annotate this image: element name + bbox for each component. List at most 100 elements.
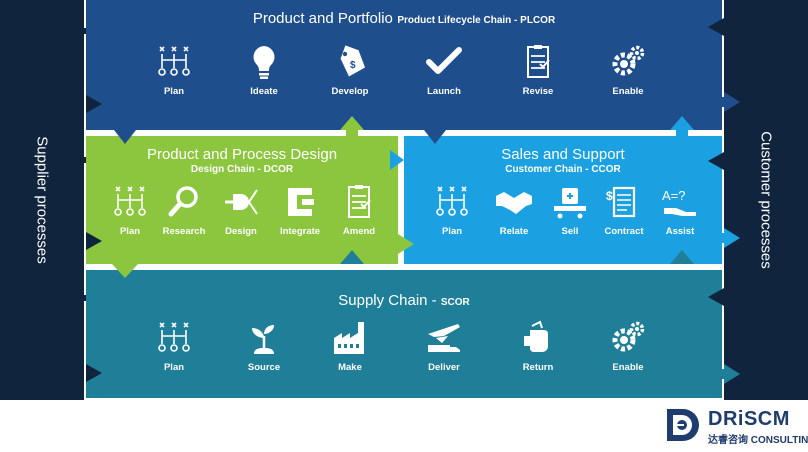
left-arrow-ccor-dcor bbox=[390, 150, 404, 170]
left-arrow-plcor bbox=[62, 22, 86, 40]
plcor-title-sub: Product Lifecycle Chain - PLCOR bbox=[397, 15, 556, 26]
left-arrow-scor bbox=[62, 289, 86, 307]
svg-text:$: $ bbox=[606, 189, 613, 203]
diagram-canvas: Supplier processes Customer processes Pr… bbox=[0, 0, 808, 400]
clamp-icon bbox=[288, 188, 314, 216]
right-arrow-scor-in bbox=[86, 364, 102, 382]
dcor-item-research: Research bbox=[149, 184, 219, 237]
dcor-item-amend-label: Amend bbox=[342, 226, 376, 237]
down-arrow-plcor-dcor bbox=[114, 130, 136, 144]
driscm-logo: DRiSCM 达睿咨询 CONSULTING bbox=[664, 406, 808, 446]
scor-item-source: Source bbox=[229, 320, 299, 373]
dcor-item-plan: Plan bbox=[95, 184, 165, 237]
price-tag-icon: $ bbox=[340, 45, 366, 77]
customer-processes-column: Customer processes bbox=[724, 0, 808, 400]
plan-network-icon bbox=[436, 186, 468, 216]
plan-network-icon bbox=[114, 186, 146, 216]
up-arrow-scor-ccor bbox=[670, 250, 694, 264]
logo-tagline: 达睿咨询 CONSULTING bbox=[708, 435, 808, 446]
ccor-title-sub: Customer Chain - CCOR bbox=[505, 164, 621, 175]
down-arrow-plcor-ccor bbox=[424, 130, 446, 144]
right-arrow-dcor-in bbox=[86, 232, 102, 250]
assist-icon-text: A=? bbox=[662, 188, 686, 203]
connector-arrows bbox=[62, 18, 740, 384]
ccor-item-sell: Sell bbox=[535, 184, 605, 237]
plcor-item-ideate: Ideate bbox=[229, 44, 299, 97]
shopping-cart-icon bbox=[554, 188, 586, 219]
scor-title: Supply Chain - SCOR bbox=[86, 292, 722, 310]
plcor-item-enable-label: Enable bbox=[612, 86, 644, 97]
plcor-item-develop: $ Develop bbox=[315, 44, 385, 97]
ccor-item-plan-label: Plan bbox=[441, 226, 463, 237]
dcor-item-design: Design bbox=[206, 184, 276, 237]
dcor-panel: Product and Process Design Design Chain … bbox=[86, 136, 398, 264]
checklist-icon bbox=[527, 45, 550, 78]
scor-item-deliver-label: Deliver bbox=[428, 362, 460, 373]
logo-brand: DRiSCM bbox=[708, 408, 790, 430]
return-hand-icon bbox=[524, 320, 548, 352]
ccor-item-assist-label: Assist bbox=[665, 226, 695, 237]
lightbulb-icon bbox=[253, 46, 275, 79]
dcor-title-sub: Design Chain - DCOR bbox=[190, 164, 294, 175]
scor-item-return-label: Return bbox=[522, 362, 554, 373]
scor-item-return: Return bbox=[503, 320, 573, 373]
dcor-item-design-label: Design bbox=[225, 226, 257, 237]
scor-item-deliver: Deliver bbox=[409, 320, 479, 373]
dcor-item-integrate: Integrate bbox=[265, 184, 335, 237]
scor-item-source-label: Source bbox=[247, 362, 281, 373]
checklist-icon bbox=[348, 185, 371, 218]
right-arrow-scor-out bbox=[720, 364, 740, 384]
dcor-title: Product and Process Design Design Chain … bbox=[86, 146, 398, 175]
right-arrow-plcor-out bbox=[720, 92, 740, 112]
scor-item-plan-label: Plan bbox=[163, 362, 185, 373]
ccor-title: Sales and Support Customer Chain - CCOR bbox=[404, 146, 722, 175]
scor-item-make-label: Make bbox=[338, 362, 362, 373]
ccor-item-relate: Relate bbox=[479, 184, 549, 237]
right-arrow-plcor-in bbox=[86, 95, 102, 113]
plcor-item-develop-label: Develop bbox=[331, 86, 369, 97]
plcor-title-main: Product and Portfolio bbox=[252, 10, 393, 27]
scor-item-enable-label: Enable bbox=[612, 362, 644, 373]
supplier-processes-column: Supplier processes bbox=[0, 0, 84, 400]
plan-network-icon bbox=[158, 46, 190, 76]
plcor-item-plan: Plan bbox=[139, 44, 209, 97]
ccor-title-main: Sales and Support bbox=[501, 146, 625, 163]
left-arrow-plcor-out bbox=[708, 18, 724, 36]
dcor-item-integrate-label: Integrate bbox=[279, 226, 321, 237]
left-arrow-scor-out bbox=[708, 288, 724, 306]
ccor-item-assist: A=? Assist bbox=[645, 184, 715, 237]
right-arrow-ccor-out bbox=[720, 228, 740, 248]
dcor-item-research-label: Research bbox=[162, 226, 206, 237]
up-arrow-ccor-plcor bbox=[670, 116, 694, 136]
left-arrow-dcor bbox=[62, 151, 86, 169]
right-arrow-dcor-ccor bbox=[398, 234, 414, 254]
handshake-icon bbox=[496, 192, 532, 214]
design-connector-icon bbox=[225, 189, 258, 215]
assist-icon: A=? bbox=[662, 188, 696, 216]
checkmark-icon bbox=[426, 47, 462, 74]
ccor-item-contract-label: Contract bbox=[604, 226, 644, 237]
seedling-icon bbox=[252, 325, 274, 354]
gears-icon bbox=[612, 321, 645, 352]
down-arrow-dcor-scor bbox=[112, 264, 138, 278]
plcor-panel: Product and Portfolio Product Lifecycle … bbox=[86, 0, 722, 130]
contract-icon: $ bbox=[606, 186, 636, 218]
scor-item-make: Make bbox=[315, 320, 385, 373]
magnifier-icon bbox=[168, 186, 198, 217]
ccor-item-sell-label: Sell bbox=[561, 226, 579, 237]
plcor-item-revise: Revise bbox=[503, 44, 573, 97]
plcor-item-launch: Launch bbox=[409, 44, 479, 97]
plane-truck-icon bbox=[428, 324, 460, 352]
gears-icon bbox=[612, 45, 645, 76]
svg-text:$: $ bbox=[350, 60, 356, 71]
up-arrow-scor-dcor bbox=[340, 250, 364, 264]
plcor-item-launch-label: Launch bbox=[427, 86, 461, 97]
plcor-title: Product and Portfolio Product Lifecycle … bbox=[86, 10, 722, 28]
factory-icon bbox=[334, 322, 364, 354]
scor-title-sub: SCOR bbox=[440, 297, 470, 308]
plcor-item-ideate-label: Ideate bbox=[250, 86, 278, 97]
dcor-item-amend: Amend bbox=[324, 184, 394, 237]
left-arrow-ccor-out bbox=[708, 152, 724, 170]
plcor-item-plan-label: Plan bbox=[163, 86, 185, 97]
driscm-logo-icon bbox=[667, 409, 699, 441]
